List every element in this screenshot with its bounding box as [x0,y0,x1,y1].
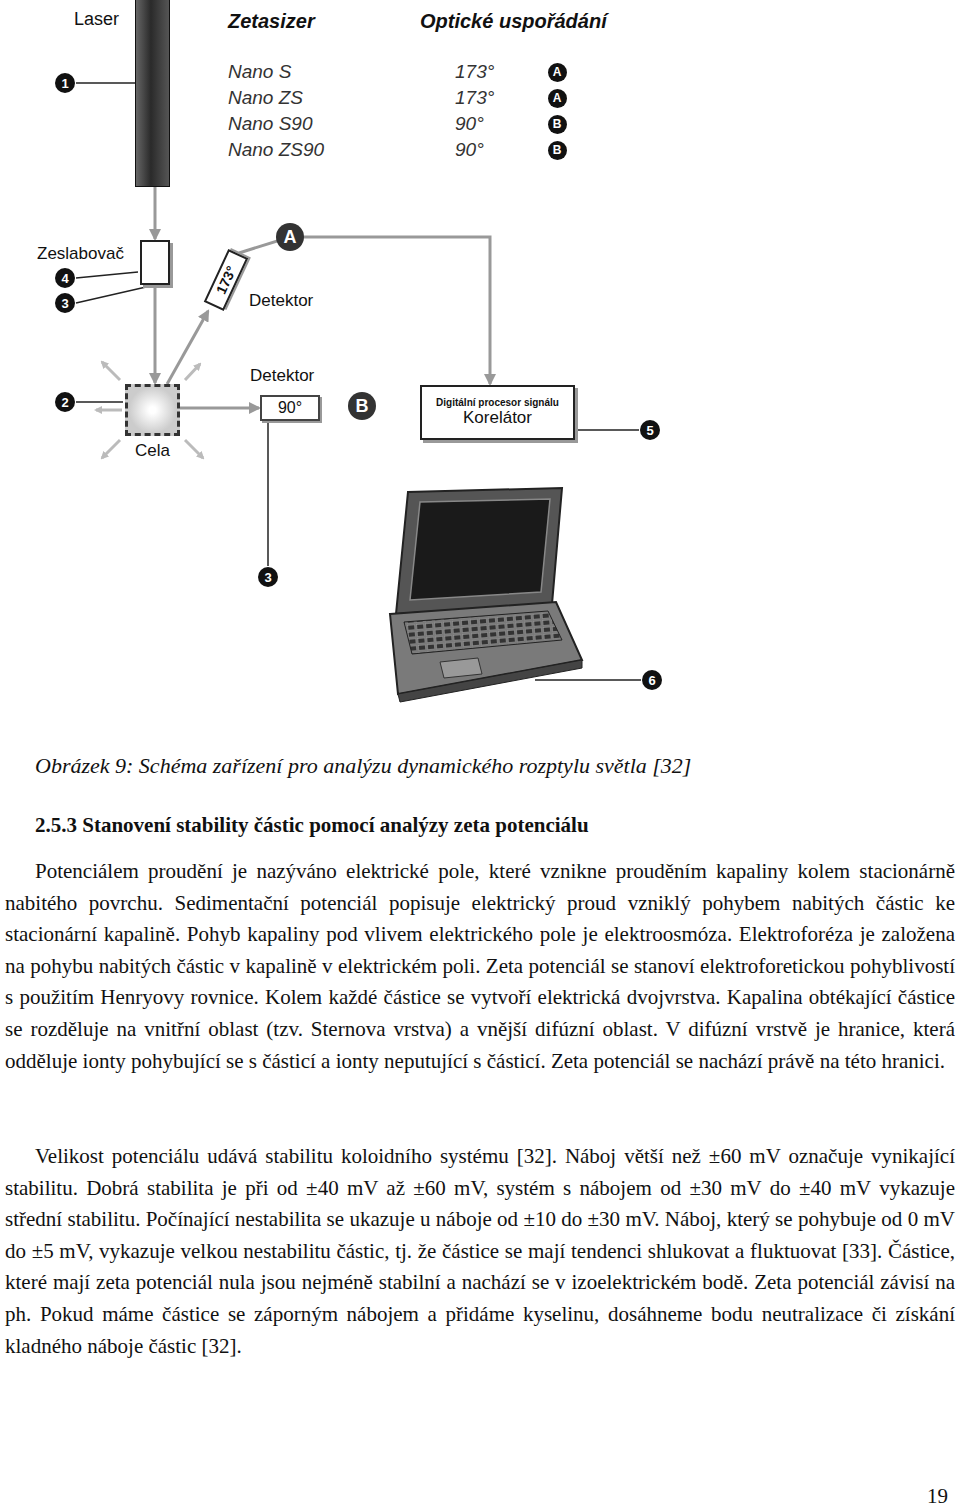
table-heading: Optické uspořádání [420,10,607,33]
detector-label: Detektor [250,366,314,386]
page-number: 19 [927,1484,948,1508]
callout-number: 2 [55,392,75,412]
config-marker: B [548,141,567,160]
attenuator-box: Zeslabovač [140,240,170,285]
figure-caption: Obrázek 9: Schéma zařízení pro analýzu d… [35,753,691,779]
callout-number: 3 [55,293,75,313]
angle-value: 90° [455,139,484,161]
laser-tube: Laser [135,0,170,187]
processor-label: Digitální procesor signálu [436,397,559,408]
cell-label: Cela [125,441,180,461]
light-path-arrow [154,285,157,383]
section-heading: 2.5.3 Stanovení stability částic pomocí … [35,813,589,838]
config-marker: B [548,115,567,134]
callout-number: 5 [640,420,660,440]
callout-number: 1 [55,73,75,93]
light-path-arrow [154,187,157,239]
light-path-arrow [239,237,490,384]
table-heading: Zetasizer [228,10,315,33]
light-path-arrow [180,407,259,410]
angle-label: 90° [278,399,302,417]
callout-number: 4 [55,268,75,288]
angle-value: 173° [455,87,494,109]
detector-173: 173°Detektor [203,249,248,311]
body-paragraph: Potenciálem proudění je nazýváno elektri… [5,856,955,1077]
detector-label: Detektor [249,291,313,311]
angle-value: 173° [455,61,494,83]
config-marker: A [548,89,567,108]
detector-90: Detektor90° [260,395,320,421]
config-marker: B [348,392,376,420]
light-path-arrow [167,311,208,384]
body-paragraph: Velikost potenciálu udává stabilitu kolo… [5,1141,955,1362]
detector-frame: 173° [203,249,247,311]
angle-label: 173° [212,263,239,296]
attenuator-label: Zeslabovač [37,244,124,264]
model-name: Nano ZS90 [228,139,324,161]
callout-number: 3 [258,567,278,587]
model-name: Nano ZS [228,87,303,109]
config-marker: A [276,223,304,251]
callout-number: 6 [642,670,662,690]
model-name: Nano S90 [228,113,313,135]
correlator-label: Korelátor [463,408,532,428]
angle-value: 90° [455,113,484,135]
laser-label: Laser [74,9,119,30]
model-name: Nano S [228,61,291,83]
config-marker: A [548,63,567,82]
sample-cell: Cela [125,384,180,436]
correlator-box: Digitální procesor signáluKorelátor [420,385,575,440]
laptop-illustration [390,488,582,702]
